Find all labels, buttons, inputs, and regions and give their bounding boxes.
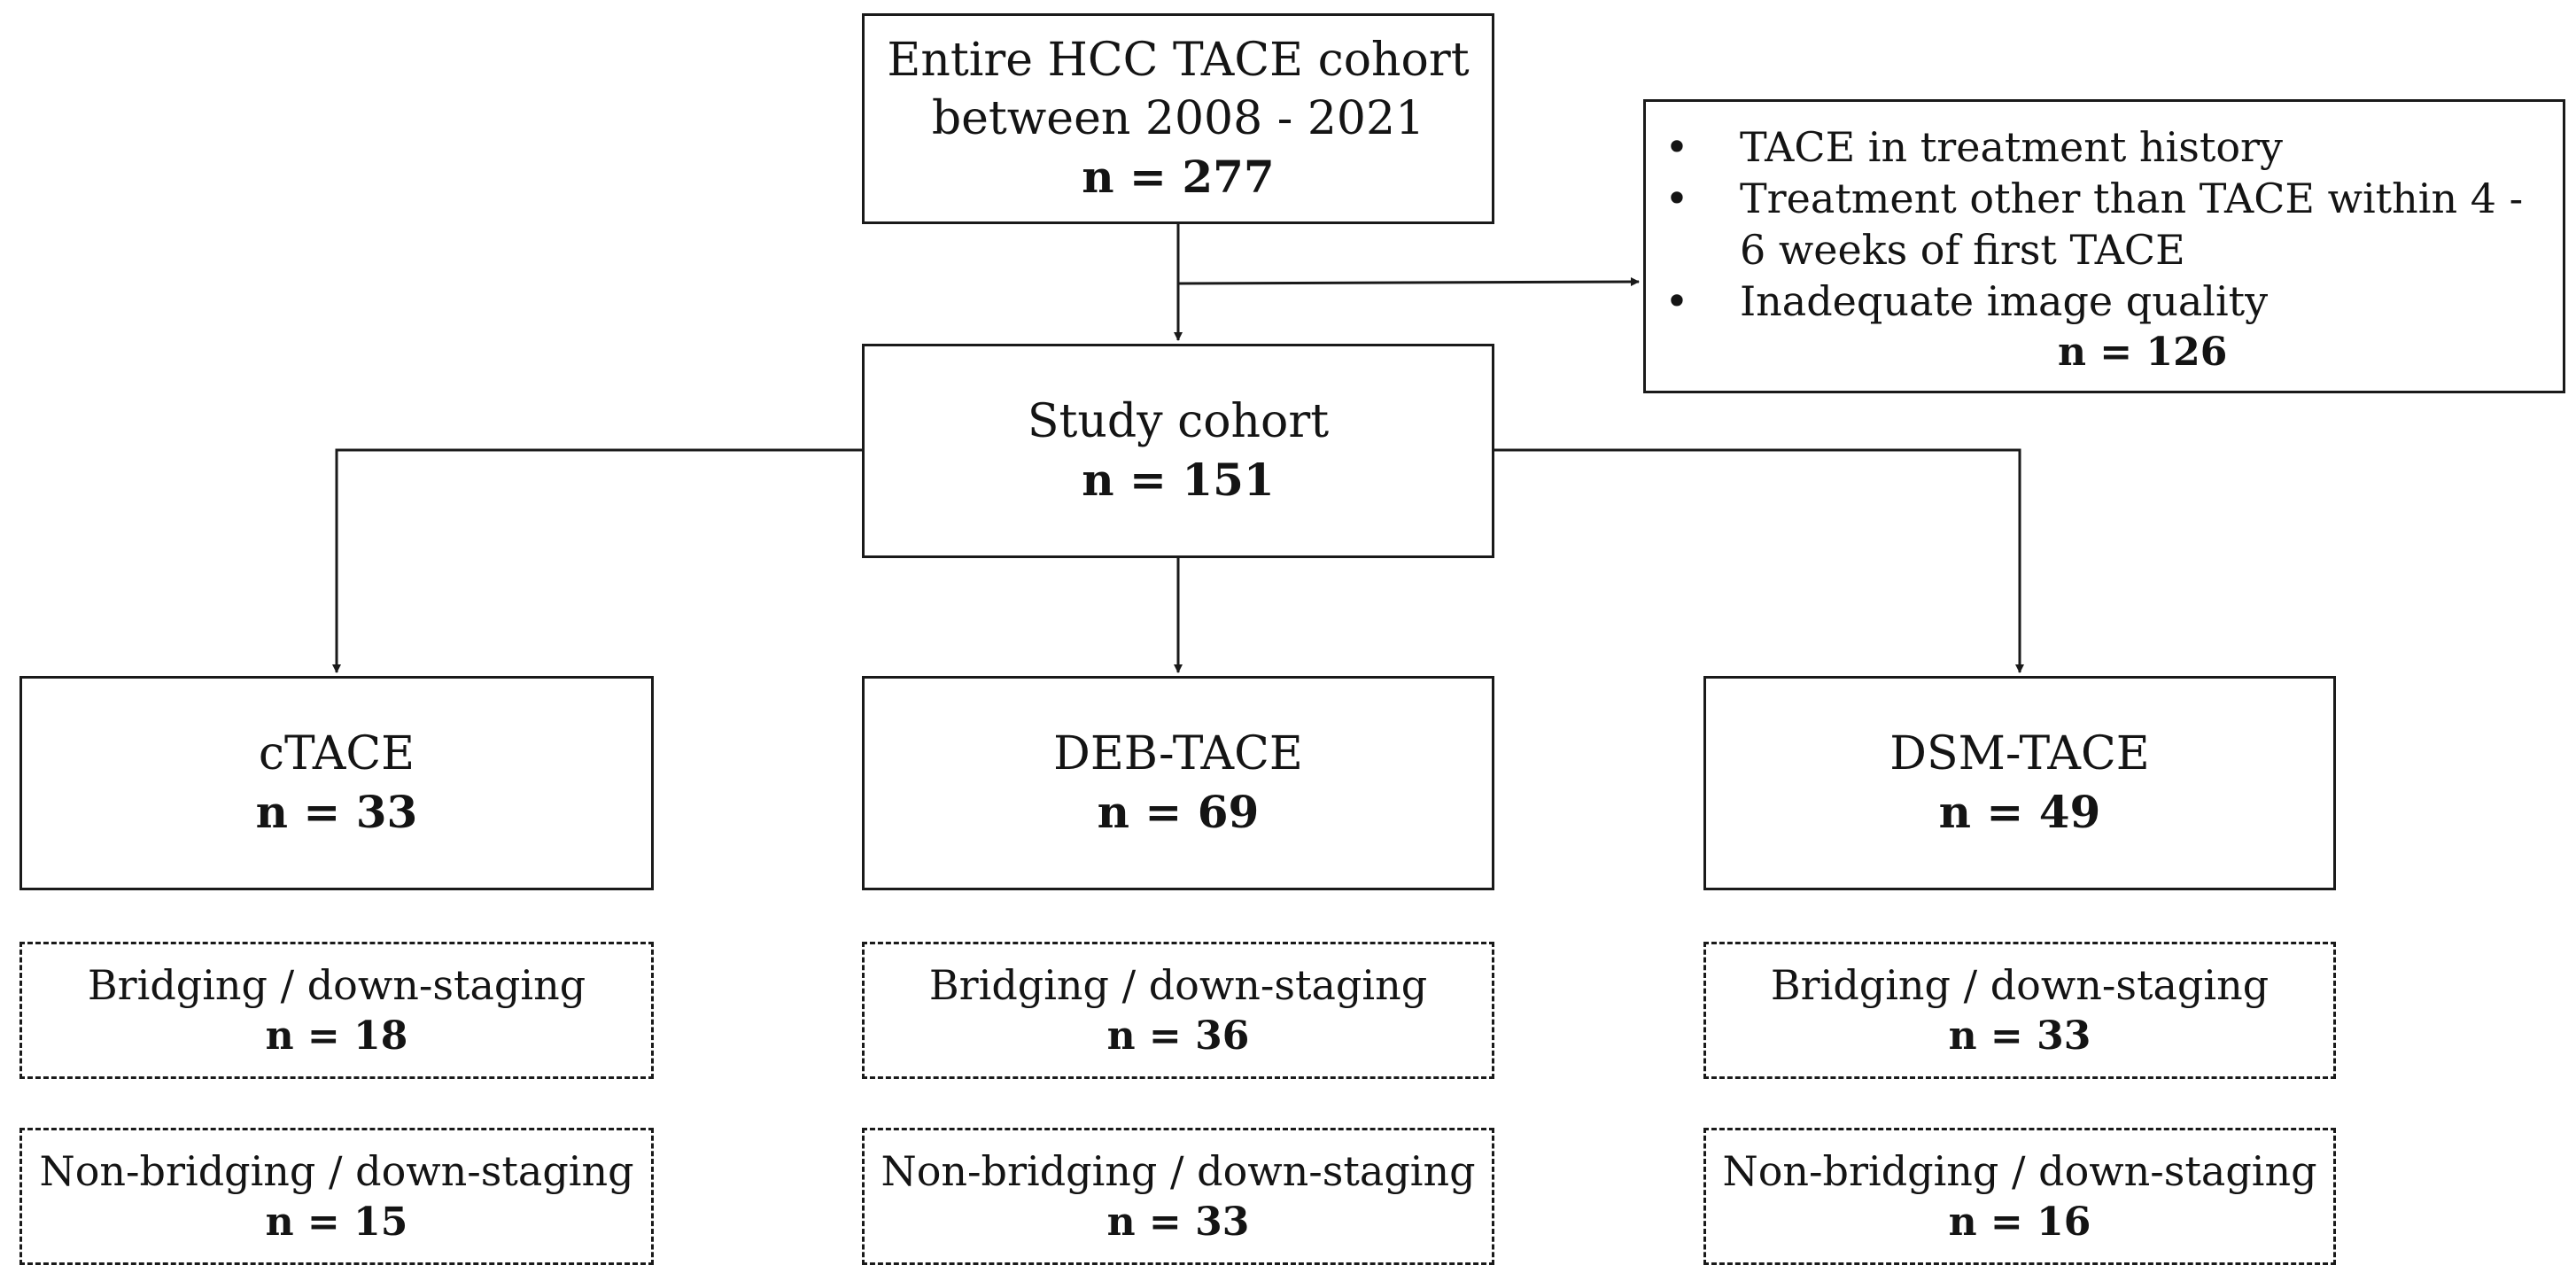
subgroup-label: Non-bridging / down-staging bbox=[1722, 1146, 2317, 1195]
exclusion-box: • TACE in treatment history • Treatment … bbox=[1643, 99, 2565, 393]
subgroup-box-deb-non-bridging: Non-bridging / down-staging n = 33 bbox=[862, 1128, 1494, 1265]
group-count: n = 33 bbox=[255, 786, 418, 838]
group-title: DEB-TACE bbox=[1053, 727, 1303, 780]
entire-cohort-box: Entire HCC TACE cohort between 2008 - 20… bbox=[862, 13, 1494, 224]
exclusion-item: • Treatment other than TACE within 4 - 6… bbox=[1664, 173, 2545, 276]
subgroup-count: n = 36 bbox=[1106, 1013, 1250, 1059]
entire-cohort-count: n = 277 bbox=[1082, 151, 1275, 203]
exclusion-count: n = 126 bbox=[2058, 330, 2228, 375]
subgroup-count: n = 33 bbox=[1106, 1199, 1250, 1245]
arrow-study-to-ctace bbox=[332, 448, 862, 673]
arrow-study-to-dsm bbox=[1494, 448, 2024, 673]
subgroup-label: Non-bridging / down-staging bbox=[39, 1146, 634, 1195]
entire-cohort-title-line2: between 2008 - 2021 bbox=[931, 92, 1425, 145]
exclusion-item: • TACE in treatment history bbox=[1664, 121, 2545, 173]
subgroup-count: n = 16 bbox=[1948, 1199, 2091, 1245]
subgroup-label: Non-bridging / down-staging bbox=[881, 1146, 1476, 1195]
subgroup-label: Bridging / down-staging bbox=[1770, 960, 2270, 1009]
subgroup-count: n = 15 bbox=[265, 1199, 408, 1245]
study-cohort-count: n = 151 bbox=[1082, 454, 1275, 506]
entire-cohort-title-line1: Entire HCC TACE cohort bbox=[887, 34, 1470, 87]
study-cohort-box: Study cohort n = 151 bbox=[862, 344, 1494, 558]
bullet-icon: • bbox=[1664, 277, 1689, 325]
group-count: n = 69 bbox=[1097, 786, 1260, 838]
exclusion-item: • Inadequate image quality bbox=[1664, 276, 2545, 327]
group-title: cTACE bbox=[258, 727, 415, 780]
group-box-ctace: cTACE n = 33 bbox=[19, 676, 654, 890]
bullet-icon: • bbox=[1664, 175, 1689, 222]
subgroup-count: n = 33 bbox=[1948, 1013, 2091, 1059]
arrow-to-exclusion bbox=[1177, 277, 1640, 287]
group-box-deb-tace: DEB-TACE n = 69 bbox=[862, 676, 1494, 890]
subgroup-box-dsm-non-bridging: Non-bridging / down-staging n = 16 bbox=[1703, 1128, 2336, 1265]
group-title: DSM-TACE bbox=[1889, 727, 2150, 780]
subgroup-box-ctace-bridging: Bridging / down-staging n = 18 bbox=[19, 942, 654, 1079]
study-cohort-title: Study cohort bbox=[1027, 395, 1330, 448]
subgroup-label: Bridging / down-staging bbox=[928, 960, 1428, 1009]
subgroup-box-deb-bridging: Bridging / down-staging n = 36 bbox=[862, 942, 1494, 1079]
group-box-dsm-tace: DSM-TACE n = 49 bbox=[1703, 676, 2336, 890]
group-count: n = 49 bbox=[1938, 786, 2101, 838]
subgroup-label: Bridging / down-staging bbox=[87, 960, 586, 1009]
subgroup-box-dsm-bridging: Bridging / down-staging n = 33 bbox=[1703, 942, 2336, 1079]
bullet-icon: • bbox=[1664, 123, 1689, 171]
exclusion-item-text: TACE in treatment history bbox=[1740, 123, 2284, 171]
subgroup-count: n = 18 bbox=[265, 1013, 408, 1059]
exclusion-list: • TACE in treatment history • Treatment … bbox=[1664, 121, 2545, 327]
subgroup-box-ctace-non-bridging: Non-bridging / down-staging n = 15 bbox=[19, 1128, 654, 1265]
exclusion-item-text: Inadequate image quality bbox=[1740, 277, 2269, 325]
exclusion-item-text: Treatment other than TACE within 4 - 6 w… bbox=[1740, 175, 2524, 274]
